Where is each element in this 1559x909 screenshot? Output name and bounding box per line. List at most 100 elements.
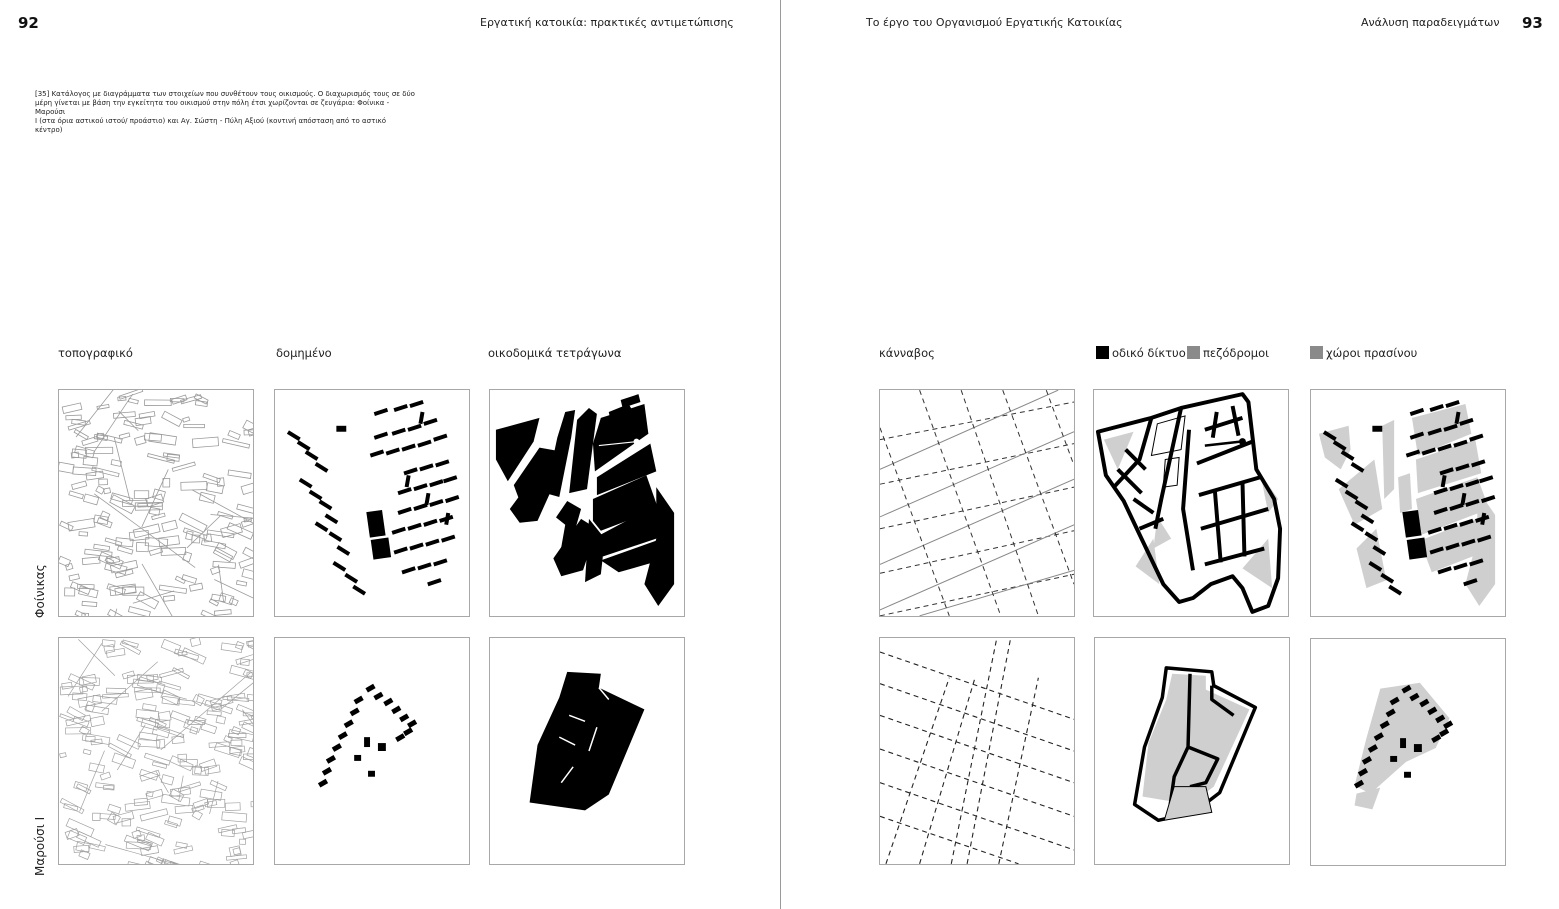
building-footprint bbox=[314, 521, 329, 533]
legend-label: χώροι πρασίνου bbox=[1326, 346, 1418, 360]
blocks-diagram-marousi bbox=[529, 671, 645, 811]
map-building-outline bbox=[157, 725, 185, 739]
map-building-outline bbox=[106, 556, 121, 565]
map-line bbox=[186, 515, 221, 549]
map-building-outline bbox=[85, 446, 114, 455]
map-building-outline bbox=[227, 429, 241, 441]
panel-built-marousi bbox=[274, 637, 470, 865]
map-building-outline bbox=[146, 790, 154, 798]
map-line bbox=[79, 750, 105, 812]
map-building-outline bbox=[185, 530, 194, 541]
map-building-outline bbox=[127, 397, 139, 405]
map-building-outline bbox=[138, 410, 156, 420]
building-footprint bbox=[1390, 755, 1398, 762]
map-building-outline bbox=[200, 539, 227, 550]
map-building-outline bbox=[103, 784, 115, 791]
building-footprint bbox=[296, 440, 311, 451]
map-building-outline bbox=[239, 838, 246, 845]
building-footprint bbox=[377, 743, 386, 751]
map-building-outline bbox=[93, 543, 111, 552]
building-footprint bbox=[324, 513, 339, 525]
map-building-outline bbox=[160, 774, 175, 786]
map-building-outline bbox=[145, 831, 165, 847]
map-building-outline bbox=[148, 506, 161, 516]
map-building-outline bbox=[171, 667, 191, 680]
building-footprint bbox=[1465, 479, 1480, 488]
map-building-outline bbox=[109, 583, 137, 597]
map-building-outline bbox=[178, 512, 208, 533]
grid-diagram-marousi bbox=[880, 638, 1074, 864]
map-building-outline bbox=[160, 689, 181, 706]
building-footprint bbox=[413, 502, 428, 511]
building-footprint bbox=[406, 719, 418, 729]
map-building-outline bbox=[82, 748, 92, 756]
building-footprint bbox=[427, 578, 442, 587]
map-building-outline bbox=[66, 706, 86, 722]
map-building-outline bbox=[103, 487, 112, 495]
map-building-outline bbox=[127, 605, 151, 616]
map-building-outline bbox=[203, 533, 213, 543]
building-footprint bbox=[401, 566, 416, 575]
map-building-outline bbox=[124, 800, 151, 812]
building-footprint bbox=[373, 691, 384, 701]
map-building-outline bbox=[230, 739, 243, 746]
map-building-outline bbox=[241, 827, 253, 840]
map-building-outline bbox=[226, 522, 253, 540]
map-building-outline bbox=[183, 423, 205, 429]
map-building-outline bbox=[180, 394, 203, 405]
building-footprint bbox=[395, 733, 406, 743]
building-footprint bbox=[1469, 433, 1484, 442]
map-building-outline bbox=[217, 510, 234, 520]
building-footprint bbox=[1459, 518, 1474, 527]
map-building-outline bbox=[99, 510, 111, 522]
map-building-outline bbox=[169, 755, 194, 772]
map-building-outline bbox=[71, 418, 86, 426]
map-building-outline bbox=[64, 562, 74, 571]
map-line bbox=[67, 643, 103, 697]
building-footprint bbox=[1449, 483, 1464, 492]
map-line bbox=[209, 780, 219, 815]
building-footprint bbox=[425, 538, 440, 547]
map-building-outline bbox=[90, 738, 103, 746]
legend-green-spaces: χώροι πρασίνου bbox=[1310, 346, 1417, 360]
map-building-outline bbox=[85, 470, 105, 481]
map-line bbox=[78, 639, 116, 676]
building-footprint bbox=[286, 430, 301, 442]
map-building-outline bbox=[95, 485, 106, 495]
map-building-outline bbox=[191, 804, 205, 813]
map-building-outline bbox=[146, 453, 176, 464]
map-building-outline bbox=[229, 745, 246, 754]
map-building-outline bbox=[189, 638, 202, 648]
building-footprint bbox=[391, 427, 406, 436]
building-footprint bbox=[370, 537, 392, 560]
building-footprint bbox=[344, 572, 359, 584]
map-building-outline bbox=[229, 859, 240, 864]
map-line bbox=[113, 437, 131, 502]
map-building-outline bbox=[192, 798, 210, 809]
map-building-outline bbox=[213, 609, 232, 616]
building-footprint bbox=[404, 475, 411, 488]
building-footprint bbox=[1354, 499, 1369, 511]
building-footprint bbox=[1360, 513, 1375, 525]
map-building-outline bbox=[171, 735, 185, 745]
building-footprint bbox=[1419, 698, 1430, 708]
map-building-outline bbox=[181, 574, 198, 584]
building-footprint bbox=[433, 433, 448, 442]
map-building-outline bbox=[117, 396, 127, 402]
map-building-outline bbox=[118, 432, 131, 440]
running-head-right: Ανάλυση παραδειγμάτων bbox=[1361, 16, 1500, 29]
building-footprint bbox=[1388, 584, 1403, 596]
building-footprint bbox=[332, 560, 347, 572]
map-building-outline bbox=[242, 712, 253, 717]
map-building-outline bbox=[61, 681, 73, 690]
map-building-outline bbox=[228, 729, 253, 743]
map-building-outline bbox=[173, 845, 194, 855]
building-footprint bbox=[1440, 475, 1447, 488]
figure-caption: [35] Κατάλογος με διαγράμματα των στοιχε… bbox=[35, 90, 415, 135]
map-line bbox=[160, 672, 251, 751]
map-building-outline bbox=[206, 710, 222, 717]
legend-road-network: οδικό δίκτυο bbox=[1096, 346, 1186, 360]
map-building-outline bbox=[241, 568, 253, 584]
map-building-outline bbox=[242, 546, 253, 565]
building-footprint bbox=[1402, 509, 1422, 538]
